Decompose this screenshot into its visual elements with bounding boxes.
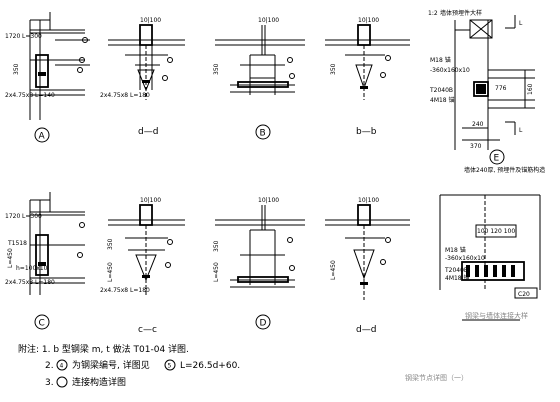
dd2-450-dim: L=450 xyxy=(330,260,337,280)
label-d-circle xyxy=(255,314,271,330)
f-caption: 钢梁与墙体连接大样 xyxy=(465,311,528,320)
label-e: E xyxy=(494,154,500,164)
detail-dd-section: 10|100 2x4.75x8 L=180 d—d xyxy=(100,17,185,137)
detail-dd2-section: 10|100 L=450 d—d xyxy=(325,197,410,335)
drawing-footer: 钢梁节点详图（一） xyxy=(405,373,468,382)
detail-b-elevation: 10|100 350 B xyxy=(213,17,305,140)
f-dim-row: 100 120 100 xyxy=(477,228,515,235)
dd-weld-dim: 2x4.75x8 L=180 xyxy=(100,92,150,99)
f-tag: C20 xyxy=(518,291,530,298)
label-dd2: d—d xyxy=(356,325,376,335)
label-bb: b—b xyxy=(356,127,377,137)
e-title: 1:2 xyxy=(428,10,438,17)
d-450-dim: L=450 xyxy=(213,262,220,282)
e-subtitle: 墙体预埋件大样 xyxy=(440,9,482,17)
e-160: 160 xyxy=(527,83,534,95)
note-line-2-num: 2. xyxy=(45,361,54,371)
bb-350-dim: 350 xyxy=(330,63,337,75)
detail-a-elevation: 1720 L=300 350 2x4.75x8 L=140 A xyxy=(5,12,90,143)
dd-top-dim: 10|100 xyxy=(140,17,161,24)
e-plate-size: -360x160x10 xyxy=(430,67,470,74)
a-weld-dim: 2x4.75x8 L=140 xyxy=(5,92,55,99)
e-bolt-note: 4M18 锚 xyxy=(430,96,455,104)
detail-c-elevation: 1720 L=300 T1518 h=100x10 L=450 2x4.75x8… xyxy=(5,192,85,330)
f-bolt-note: 4M18 锚 xyxy=(445,274,470,282)
label-a: A xyxy=(39,132,46,142)
label-cc: c—c xyxy=(138,325,157,335)
c-t1-dim: T1518 xyxy=(7,240,27,247)
c-width-dim: 1720 xyxy=(5,213,20,220)
note-line-1: 附注: 1. b 型钢梁 m, t 做法 T01-04 详图. xyxy=(18,343,189,355)
note-line-2-post: L=26.5d+60. xyxy=(180,361,240,371)
f-plate-size: -360x160x10 xyxy=(445,255,485,262)
note-circ-4: 4 xyxy=(60,363,64,370)
label-e-circle xyxy=(489,149,505,165)
e-plate: M18 锚 xyxy=(430,56,451,64)
cc-top-dim: 10|100 xyxy=(140,197,161,204)
label-dd-top: d—d xyxy=(138,127,158,137)
label-a-circle xyxy=(34,127,50,143)
f-plate: M18 锚 xyxy=(445,246,466,254)
d-350-dim: 350 xyxy=(213,240,220,252)
note-line-3-text: 连接构造详图 xyxy=(72,376,126,388)
cc-450-dim: L=450 xyxy=(107,262,114,282)
label-d: D xyxy=(260,319,267,329)
cc-weld-dim: 2x4.75x8 L=180 xyxy=(100,287,150,294)
detail-cc-section: 10|100 350 L=450 2x4.75x8 L=180 c—c xyxy=(100,197,185,335)
note-line-3-num: 3. xyxy=(45,378,54,388)
dd2-top-dim: 10|100 xyxy=(358,197,379,204)
notes-block: 附注: 1. b 型钢梁 m, t 做法 T01-04 详图. 2. 4 为钢梁… xyxy=(18,343,240,388)
a-width-dim: 1720 xyxy=(5,33,20,40)
b-top-dim: 10|100 xyxy=(258,17,279,24)
note-line-2-mid: 为钢梁编号, 详图见 xyxy=(72,359,150,371)
f-bolt: T2040B xyxy=(444,267,468,274)
e-cut-l1: L xyxy=(519,20,523,27)
cc-350-dim: 350 xyxy=(107,238,114,250)
detail-bb-section: 10|100 350 b—b xyxy=(325,17,410,137)
e-370: 370 xyxy=(470,143,482,150)
detail-e-wall: 1:2 墙体预埋件大样 L L M18 锚 -360x160x10 T2040B… xyxy=(428,9,545,174)
a-length-dim: L=300 xyxy=(22,33,42,40)
label-c-circle xyxy=(34,314,50,330)
c-450-dim: L=450 xyxy=(7,248,14,268)
d-top-dim: 10|100 xyxy=(258,197,279,204)
c-h-dim: h=100x10 xyxy=(16,265,48,272)
e-240: 240 xyxy=(472,121,484,128)
detail-d-elevation: 10|100 350 L=450 D xyxy=(213,197,305,330)
label-b-circle xyxy=(255,124,271,140)
detail-f-connection: 100 120 100 M18 锚 -360x160x10 T2040B 4M1… xyxy=(439,194,541,321)
c-weld-dim: 2x4.75x8 L=180 xyxy=(5,279,55,286)
label-b: B xyxy=(260,129,266,139)
e-cut-l2: L xyxy=(519,127,523,134)
e-776: 776 xyxy=(495,85,507,92)
bb-top-dim: 10|100 xyxy=(358,17,379,24)
e-caption: 墙体240厚, 预埋件及锚筋构造 xyxy=(464,166,545,174)
a-350-dim: 350 xyxy=(13,63,20,75)
c-length-dim: L=300 xyxy=(22,213,42,220)
note-circ-5: 5 xyxy=(168,363,172,370)
b-350-dim: 350 xyxy=(213,63,220,75)
e-bolt: T2040B xyxy=(429,87,453,94)
label-c: C xyxy=(39,319,45,329)
